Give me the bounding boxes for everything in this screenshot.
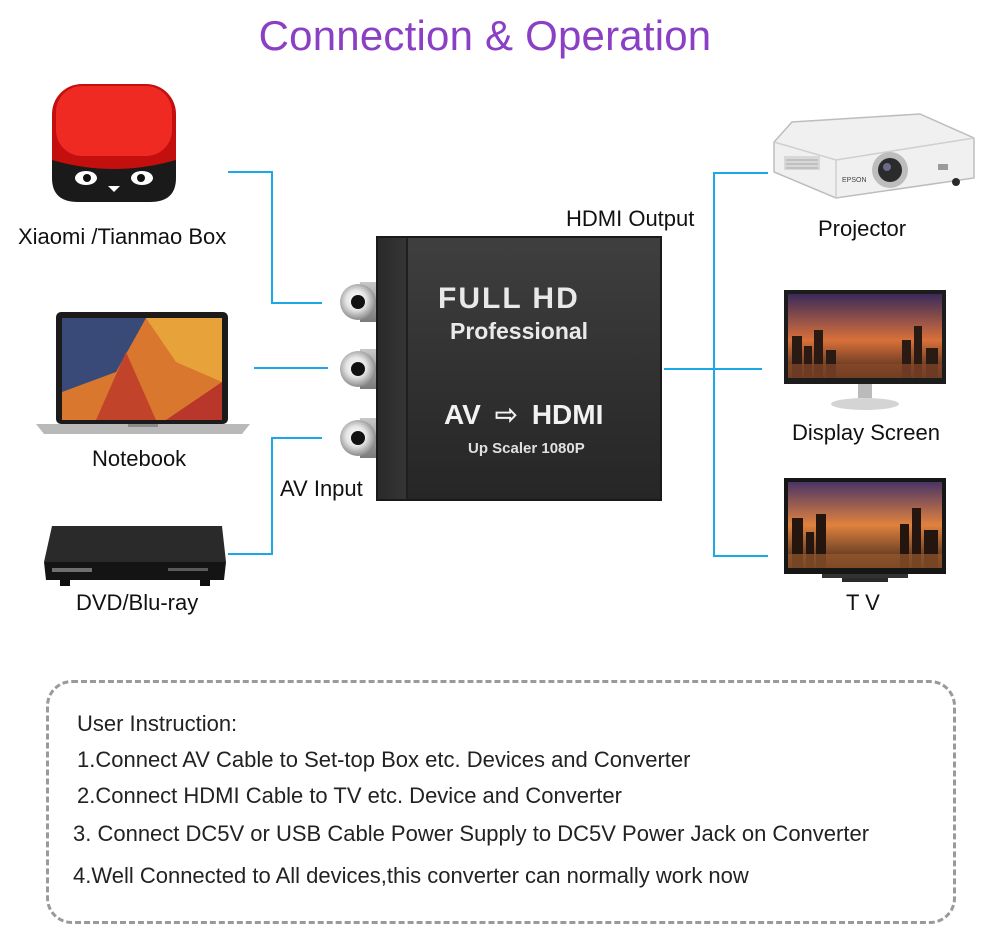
output-label-projector: Projector — [818, 216, 907, 241]
rca-jack-icon — [338, 282, 380, 322]
input-label-dvd: DVD/Blu-ray — [76, 590, 199, 615]
wire-dvd — [228, 437, 322, 555]
hdmi-output-label: HDMI Output — [566, 206, 695, 231]
monitor-icon — [782, 290, 948, 412]
projector-brand-text: EPSON — [842, 177, 867, 184]
laptop-icon — [36, 312, 250, 436]
input-label-tv-box: Xiaomi /Tianmao Box — [18, 224, 227, 249]
wire-output-bus — [713, 172, 768, 557]
tv-box-icon — [50, 82, 180, 206]
projector-icon: EPSON — [770, 112, 978, 204]
instruction-step-3: 3. Connect DC5V or USB Cable Power Suppl… — [73, 821, 870, 846]
output-label-tv: T V — [846, 590, 880, 615]
converter-text-av-hdmi: AV ⇨ HDMI — [444, 399, 604, 430]
converter-text-upscaler: Up Scaler 1080P — [468, 440, 585, 457]
converter-device: FULL HD Professional AV ⇨ HDMI Up Scaler… — [376, 236, 662, 501]
page-title: Connection & Operation — [258, 12, 712, 59]
dvd-player-icon — [38, 522, 228, 588]
rca-jack-icon — [338, 349, 380, 389]
output-label-display: Display Screen — [792, 420, 940, 445]
tv-icon — [782, 478, 948, 586]
instruction-step-4: 4.Well Connected to All devices,this con… — [73, 863, 749, 888]
input-label-notebook: Notebook — [92, 446, 187, 471]
av-input-label: AV Input — [280, 476, 363, 501]
instruction-step-2: 2.Connect HDMI Cable to TV etc. Device a… — [77, 783, 622, 808]
converter-text-full-hd: FULL HD — [438, 282, 580, 315]
wire-tv-box — [228, 171, 322, 304]
rca-jack-icon — [338, 418, 380, 458]
instruction-step-1: 1.Connect AV Cable to Set-top Box etc. D… — [77, 747, 691, 772]
user-instruction-box: User Instruction: 1.Connect AV Cable to … — [46, 680, 956, 924]
instruction-heading: User Instruction: — [77, 711, 238, 736]
converter-side-bevel — [378, 238, 408, 499]
converter-text-professional: Professional — [450, 318, 589, 344]
